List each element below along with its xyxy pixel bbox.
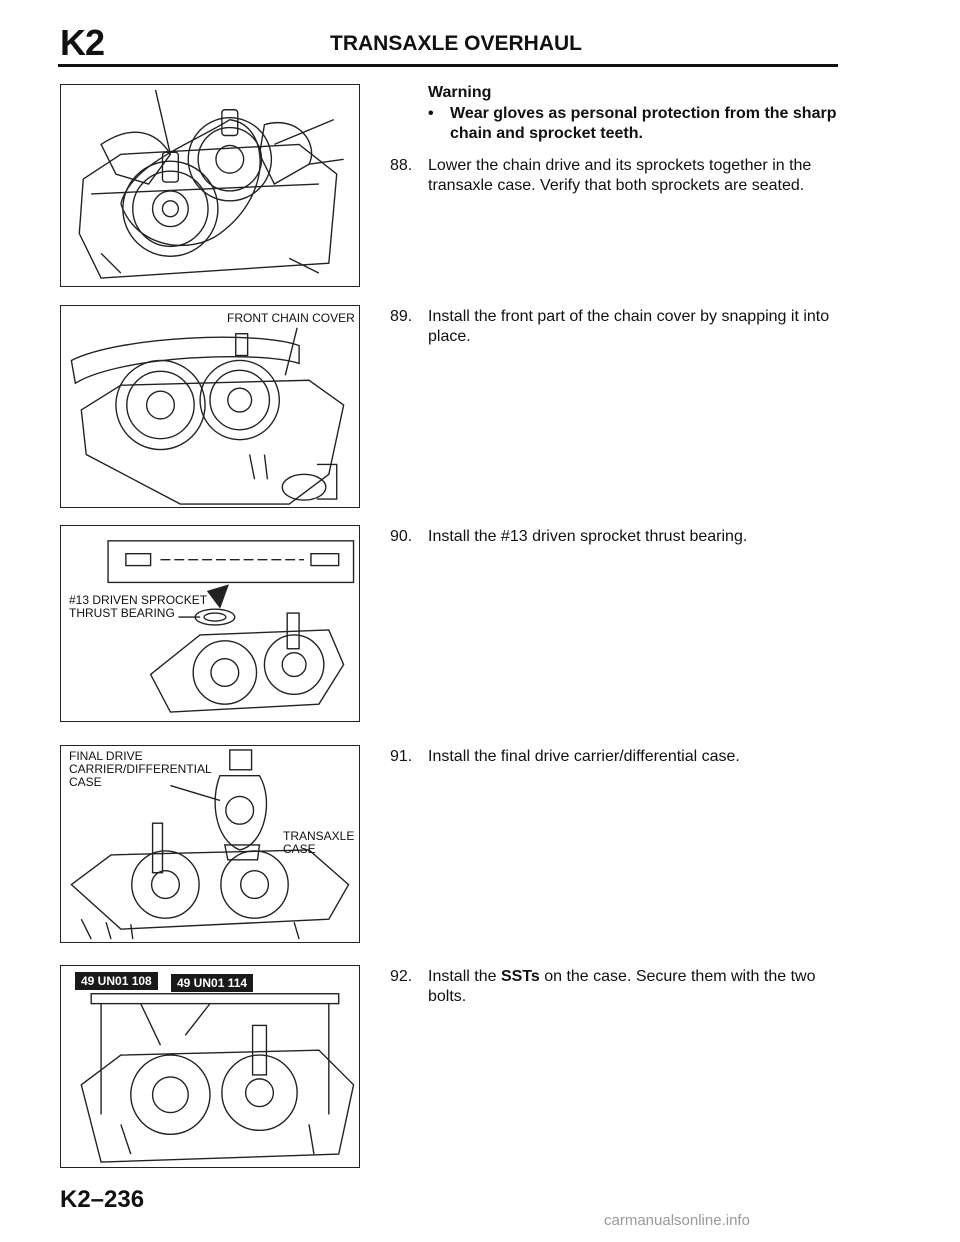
- final-drive-illustration: [70, 749, 350, 940]
- warning-text: Wear gloves as personal protection from …: [450, 105, 837, 142]
- step-number: 89.: [390, 308, 413, 325]
- sst-tag-a: 49 UN01 108: [75, 972, 158, 990]
- section-code: K2: [60, 22, 105, 63]
- step-text: Install the #13 driven sprocket thrust b…: [428, 528, 748, 545]
- chain-drive-illustration: [78, 89, 344, 279]
- step-text: Install the final drive carrier/differen…: [428, 748, 740, 765]
- sst-illustration: [80, 993, 355, 1163]
- figure-chain-drive: [60, 84, 360, 287]
- thrust-bearing-illustration: [107, 540, 355, 713]
- bullet: •: [428, 105, 434, 122]
- step-88: 88. Lower the chain drive and its sprock…: [390, 156, 850, 196]
- step-text: Install the SSTs on the case. Secure the…: [428, 967, 850, 1007]
- step-number: 92.: [390, 968, 413, 985]
- page-title: TRANSAXLE OVERHAUL: [330, 32, 583, 55]
- step-number: 90.: [390, 528, 413, 545]
- page-number: K2–236: [60, 1186, 145, 1213]
- figure-ssts: 49 UN01 108 49 UN01 114: [60, 965, 360, 1168]
- figure-front-chain-cover: FRONT CHAIN COVER: [60, 305, 360, 508]
- step-number: 91.: [390, 748, 413, 765]
- warning-item: • Wear gloves as personal protection fro…: [428, 104, 848, 144]
- step-text: Lower the chain drive and its sprockets …: [428, 157, 812, 194]
- step-91: 91. Install the final drive carrier/diff…: [390, 747, 850, 767]
- figure-label: #13 DRIVEN SPROCKET THRUST BEARING: [69, 593, 208, 620]
- chain-cover-illustration: [70, 327, 345, 505]
- sst-tag-b: 49 UN01 114: [171, 974, 254, 992]
- step-number: 88.: [390, 157, 413, 174]
- warning-title: Warning: [428, 84, 492, 101]
- step-text-before: Install the: [428, 968, 501, 985]
- step-89: 89. Install the front part of the chain …: [390, 307, 850, 347]
- header-rule: [58, 64, 838, 67]
- watermark: carmanualsonline.info: [604, 1212, 750, 1229]
- figure-label-case: TRANSAXLE CASE: [283, 829, 355, 856]
- figure-label: FRONT CHAIN COVER: [227, 311, 355, 325]
- step-90: 90. Install the #13 driven sprocket thru…: [390, 527, 850, 547]
- step-text: Install the front part of the chain cove…: [428, 308, 830, 345]
- figure-label-carrier: FINAL DRIVE CARRIER/DIFFERENTIAL CASE: [69, 749, 212, 789]
- figure-final-drive: FINAL DRIVE CARRIER/DIFFERENTIAL CASE TR…: [60, 745, 360, 943]
- sst-term: SSTs: [500, 968, 540, 985]
- step-text-after: on the case. Secure them with the two bo…: [428, 968, 816, 1005]
- figure-thrust-bearing: #13 DRIVEN SPROCKET THRUST BEARING: [60, 525, 360, 722]
- step-92: 92. Install the SSTs on the case. Secure…: [390, 967, 850, 1007]
